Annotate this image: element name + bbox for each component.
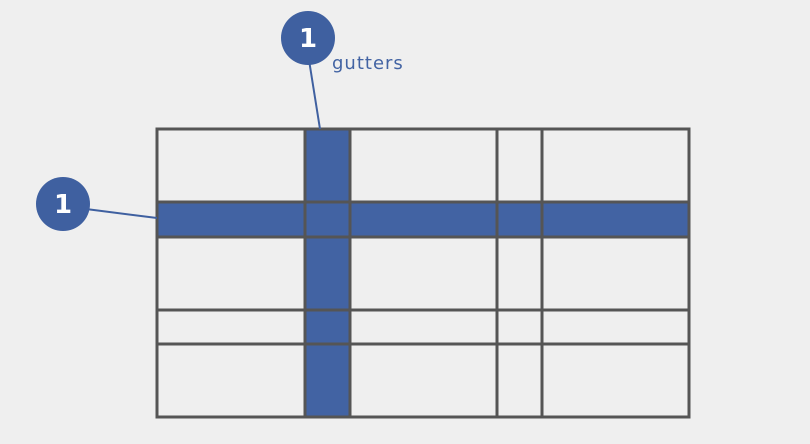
- grid-lines: [155, 127, 691, 419]
- leader-line-top: [308, 59, 321, 130]
- horizontal-gutter-band: [157, 202, 689, 237]
- grid-outline: [155, 127, 691, 419]
- gutter-bands: [157, 129, 689, 417]
- callout-badge-top: 1: [281, 11, 335, 65]
- callout-circle: [281, 11, 335, 65]
- leader-line-left: [85, 208, 158, 219]
- callout-number: 1: [54, 190, 72, 220]
- callout-badge-left: 1: [36, 177, 90, 231]
- leader-lines: [85, 59, 321, 219]
- callout-number: 1: [299, 24, 317, 54]
- vertical-gutter-band: [305, 129, 350, 417]
- gutters-label: gutters: [332, 53, 404, 74]
- callout-circle: [36, 177, 90, 231]
